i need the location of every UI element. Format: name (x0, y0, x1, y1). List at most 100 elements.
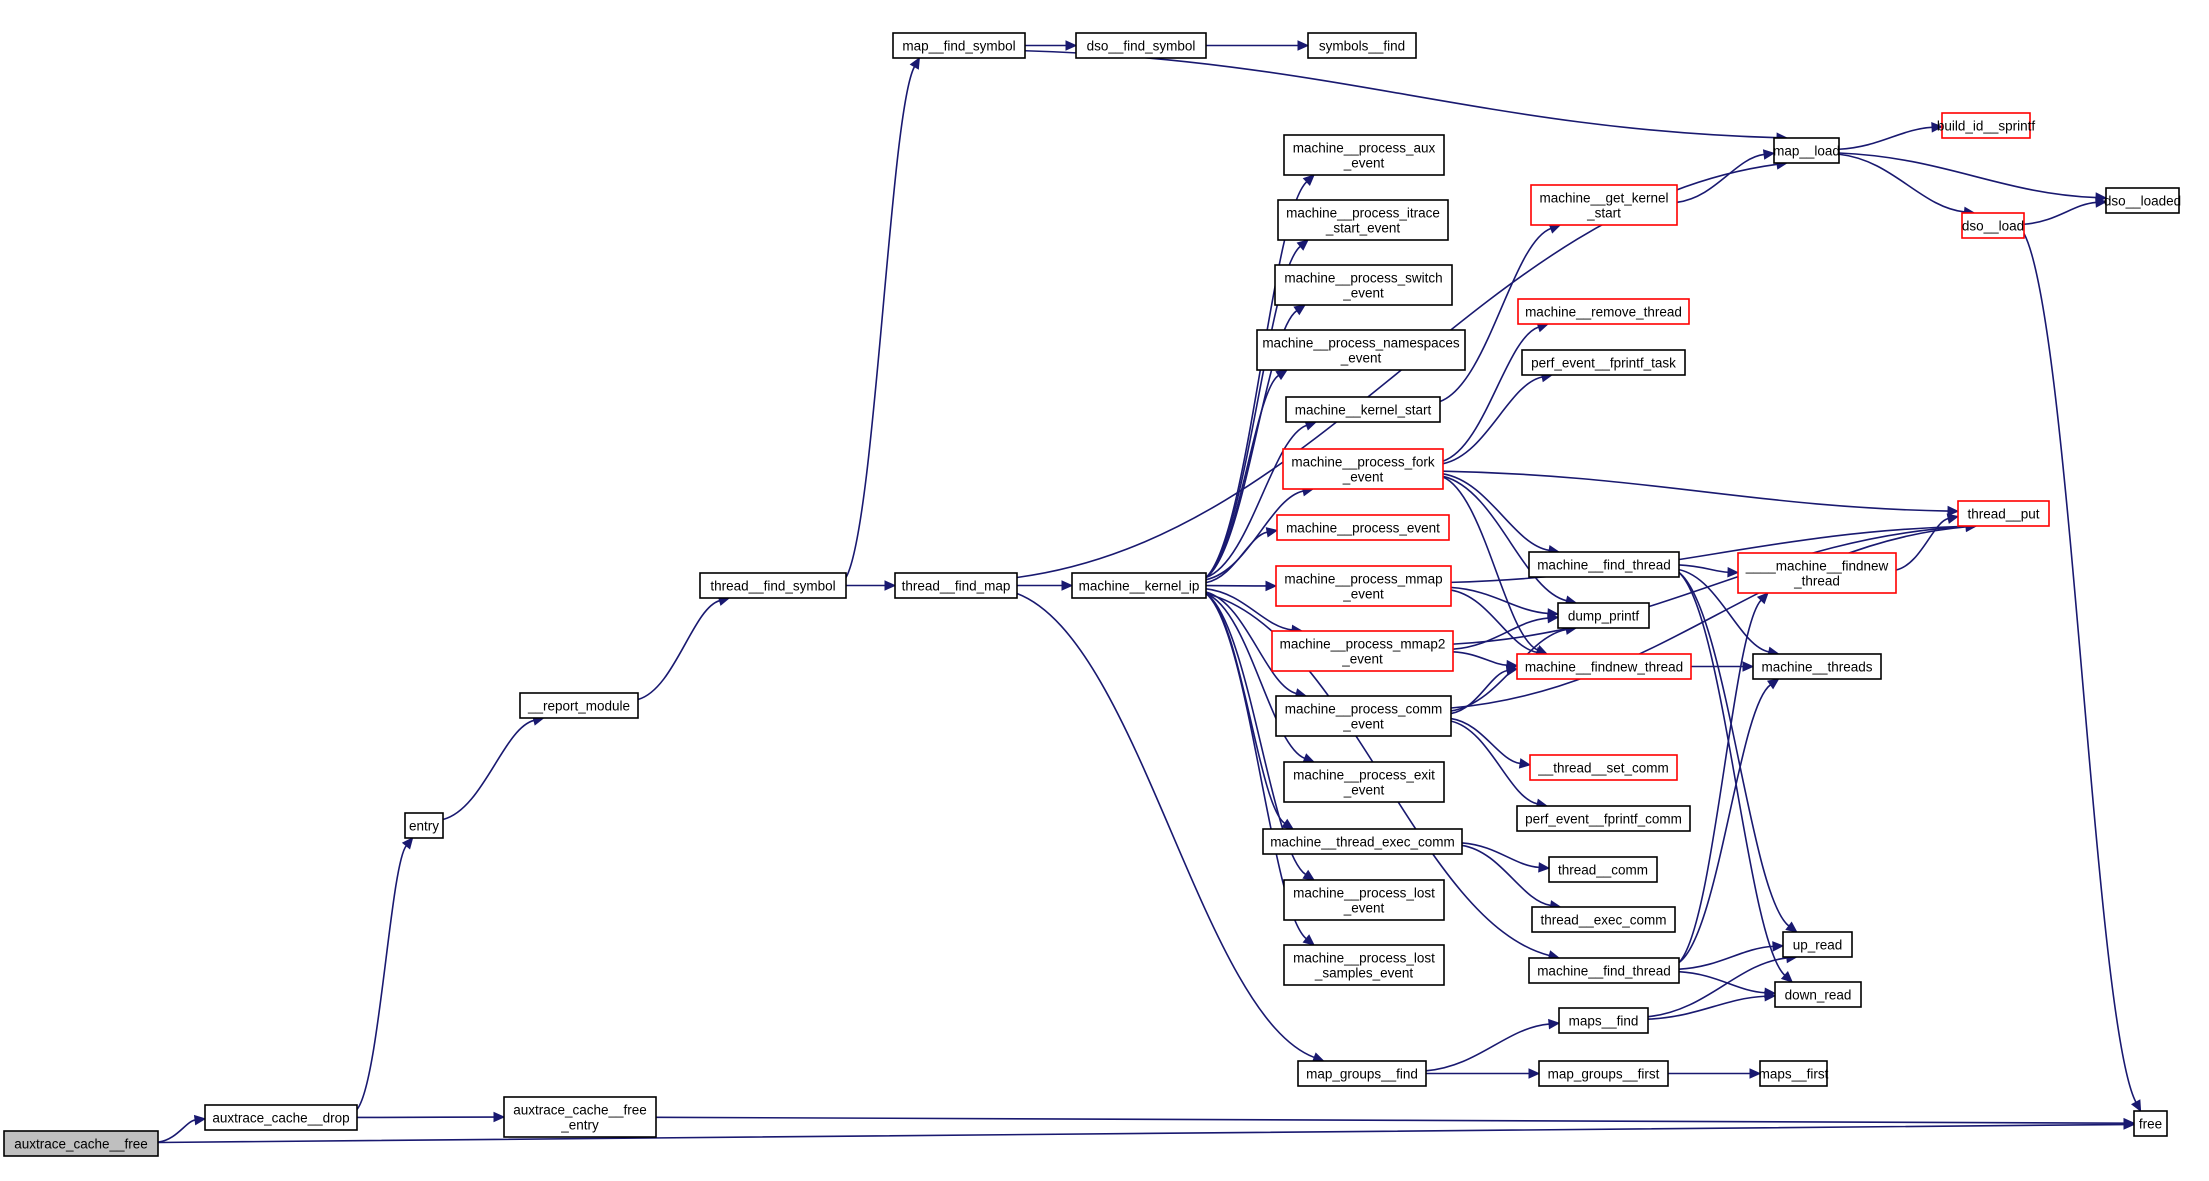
node-machine-find-thread-b[interactable]: machine__find_thread (1528, 957, 1680, 984)
edge-machine-process-mmap2-event-to-machine-findnew-thread (1452, 650, 1508, 666)
node-box (1274, 264, 1453, 306)
node-machine-process-namespaces-event[interactable]: machine__process_namespaces_event (1256, 329, 1466, 371)
node-auxtrace-cache-drop[interactable]: auxtrace_cache__drop (204, 1104, 358, 1131)
node-entry[interactable]: entry (404, 812, 444, 839)
node-box (1282, 448, 1444, 490)
edge-machine-kernel-ip-to-machine-process-event (1205, 531, 1268, 584)
node-perf-event-fprintf-comm[interactable]: perf_event__fprintf_comm (1516, 805, 1691, 832)
node-box (1283, 761, 1445, 803)
node-machine-remove-thread[interactable]: machine__remove_thread (1517, 298, 1690, 325)
arrowhead-icon (1762, 149, 1776, 160)
node-machine-threads[interactable]: machine__threads (1752, 653, 1882, 680)
node-machine-process-mmap2-event[interactable]: machine__process_mmap2_event (1271, 630, 1454, 672)
edge-dso-load-to-dso-loaded (2023, 201, 2097, 226)
arrowhead-icon (1749, 1068, 1762, 1079)
node-dso-loaded[interactable]: dso__loaded (2104, 187, 2181, 214)
node-free[interactable]: free (2133, 1110, 2168, 1137)
node-map-groups-find[interactable]: map_groups__find (1297, 1060, 1427, 1087)
node-map-load[interactable]: map__load (1773, 137, 1840, 164)
node-build-id-sprintf[interactable]: build_id__sprintf (1937, 112, 2036, 139)
arrowhead-icon (909, 56, 920, 70)
node-box (519, 692, 639, 719)
node-perf-event-fprintf-task[interactable]: perf_event__fprintf_task (1521, 349, 1686, 376)
node-label: symbols__find (1319, 39, 1405, 54)
node-label: machine__find_thread (1537, 964, 1671, 979)
node-report-module[interactable]: __report_module (519, 692, 639, 719)
arrowhead-icon (1302, 869, 1316, 881)
edge-report-module-to-thread-find-symbol (637, 599, 720, 701)
node-up-read[interactable]: up_read (1782, 931, 1853, 958)
node-box (1737, 552, 1897, 594)
edge-machine-findnew-thread-to-thread-put (1895, 517, 1949, 571)
node-box (1782, 931, 1853, 958)
arrowhead-icon (1538, 862, 1551, 873)
arrowhead-icon (2123, 1117, 2136, 1129)
node-box (1283, 944, 1445, 986)
node-label: _event (1342, 470, 1384, 485)
arrowhead-icon (1296, 239, 1309, 251)
node-auxtrace-cache-free[interactable]: auxtrace_cache__free (3, 1130, 159, 1157)
arrowhead-icon (1528, 1068, 1541, 1079)
arrowhead-icon (493, 1111, 506, 1123)
node-thread-find-symbol[interactable]: thread__find_symbol (699, 572, 847, 599)
node-label: perf_event__fprintf_task (1531, 356, 1676, 371)
node-label: machine__process_mmap2 (1280, 637, 1446, 652)
node-label: _event (1343, 901, 1385, 916)
node-machine-findnew-thread[interactable]: ____machine__findnew_thread (1737, 552, 1897, 594)
node-label: _event (1341, 652, 1383, 667)
node-machine-process-lost-samples-event[interactable]: machine__process_lost_samples_event (1283, 944, 1445, 986)
node-machine-get-kernel-start[interactable]: machine__get_kernel_start (1530, 184, 1678, 226)
node-box (1516, 805, 1691, 832)
node-box (1307, 32, 1417, 59)
node-map-find-symbol[interactable]: map__find_symbol (892, 32, 1026, 59)
arrowhead-icon (1756, 592, 1769, 605)
node-map-groups-first[interactable]: map_groups__first (1538, 1060, 1669, 1087)
node-thread-comm[interactable]: thread__comm (1548, 856, 1658, 883)
node-label: thread__comm (1558, 863, 1648, 878)
node-machine-process-exit-event[interactable]: machine__process_exit_event (1283, 761, 1445, 803)
edge-machine-process-mmap-event-to-thread-put (1450, 525, 1967, 584)
node-label: machine__process_mmap (1284, 572, 1442, 587)
node-machine-process-lost-event[interactable]: machine__process_lost_event (1283, 879, 1445, 921)
node-machine-findnew-thread[interactable]: machine__findnew_thread (1516, 653, 1692, 680)
node-machine-find-thread-a[interactable]: machine__find_thread (1528, 551, 1680, 578)
node-label: _event (1343, 156, 1385, 171)
node-box (2133, 1110, 2168, 1137)
node-box (1277, 199, 1449, 241)
node-thread-find-map[interactable]: thread__find_map (894, 572, 1018, 599)
node-maps-find[interactable]: maps__find (1558, 1007, 1649, 1034)
node-machine-process-aux-event[interactable]: machine__process_aux_event (1283, 134, 1445, 176)
node-box (1961, 212, 2025, 239)
edge-machine-kernel-start-to-machine-get-kernel-start (1439, 227, 1552, 403)
node-thread-put[interactable]: thread__put (1957, 500, 2050, 527)
node-machine-process-mmap-event[interactable]: machine__process_mmap_event (1275, 565, 1452, 607)
node-label: __report_module (527, 699, 630, 714)
node-label: thread__put (1967, 507, 2039, 522)
edge-machine-thread-exec-comm-to-thread-exec-comm (1461, 844, 1551, 907)
node-down-read[interactable]: down_read (1774, 981, 1862, 1008)
node-machine-kernel-ip[interactable]: machine__kernel_ip (1071, 572, 1207, 599)
node-dump-printf[interactable]: dump_printf (1557, 602, 1650, 629)
node-machine-thread-exec-comm[interactable]: machine__thread_exec_comm (1262, 828, 1463, 855)
node-dso-find-symbol[interactable]: dso__find_symbol (1075, 32, 1207, 59)
node-dso-load[interactable]: dso__load (1961, 212, 2025, 239)
node-machine-process-event[interactable]: machine__process_event (1276, 514, 1450, 541)
edge-machine-find-thread-b-to-up-read (1678, 945, 1774, 970)
node-machine-process-fork-event[interactable]: machine__process_fork_event (1282, 448, 1444, 490)
node-box (1271, 630, 1454, 672)
node-label: machine__process_namespaces (1262, 336, 1460, 351)
arrowhead-icon (1785, 921, 1798, 933)
node-symbols-find[interactable]: symbols__find (1307, 32, 1417, 59)
arrowhead-icon (1518, 758, 1532, 769)
node-label: entry (409, 819, 439, 834)
node-machine-process-switch-event[interactable]: machine__process_switch_event (1274, 264, 1453, 306)
node-thread-set-comm[interactable]: __thread__set_comm (1529, 754, 1678, 781)
node-machine-kernel-start[interactable]: machine__kernel_start (1285, 396, 1441, 423)
node-thread-exec-comm[interactable]: thread__exec_comm (1531, 906, 1676, 933)
node-maps-first[interactable]: maps__first (1759, 1060, 1829, 1087)
node-machine-process-comm-event[interactable]: machine__process_comm_event (1275, 695, 1452, 737)
node-label: _entry (560, 1118, 599, 1133)
arrowhead-icon (1764, 991, 1777, 1002)
node-auxtrace-cache-free-entry[interactable]: auxtrace_cache__free_entry (503, 1096, 657, 1138)
node-machine-process-itrace-start-event[interactable]: machine__process_itrace_start_event (1277, 199, 1449, 241)
